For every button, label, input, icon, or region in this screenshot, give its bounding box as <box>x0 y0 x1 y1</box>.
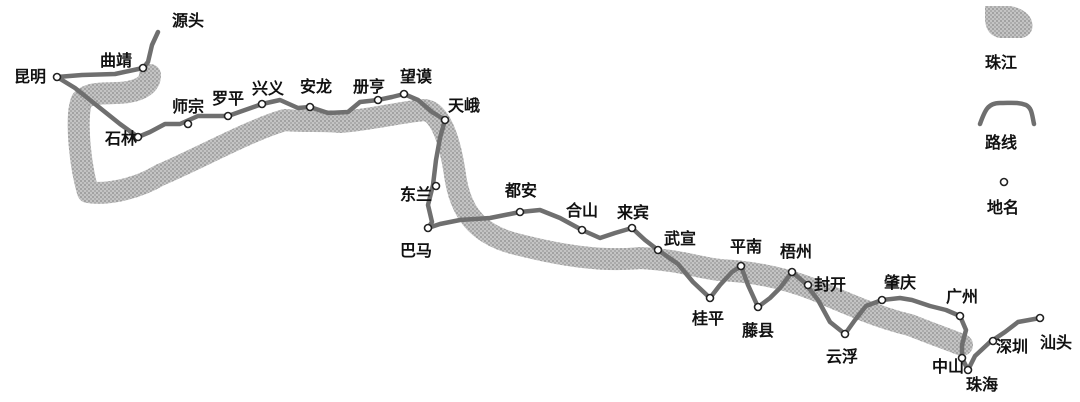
label-guiping: 桂平 <box>691 309 724 328</box>
legend-river-swatch <box>985 6 1033 38</box>
marker-anlong <box>305 102 315 112</box>
marker-shenzhen <box>988 336 998 346</box>
marker-xingyi <box>257 99 267 109</box>
marker-donglan <box>431 181 441 191</box>
marker-duan <box>515 207 525 217</box>
legend: 珠江 路线 地名 <box>977 6 1037 217</box>
marker-shantou <box>1035 313 1045 323</box>
label-zhuhai: 珠海 <box>966 375 998 394</box>
marker-shilin <box>133 132 143 142</box>
place-markers <box>52 63 1045 375</box>
marker-fengkai <box>803 280 813 290</box>
marker-guangzhou <box>955 311 965 321</box>
label-yunfu: 云浮 <box>826 347 858 366</box>
marker-ceheng <box>373 95 383 105</box>
label-luoping: 罗平 <box>212 89 244 108</box>
marker-tiane <box>440 115 450 125</box>
label-qujing: 曲靖 <box>100 51 132 70</box>
legend-place-marker <box>999 177 1009 187</box>
label-wuxuan: 武宣 <box>664 229 696 248</box>
legend-route-label: 路线 <box>985 133 1017 152</box>
marker-wangmo <box>399 89 409 99</box>
label-shilin: 石林 <box>104 129 137 148</box>
label-kunming: 昆明 <box>14 67 46 86</box>
label-ceheng: 册亨 <box>353 77 385 96</box>
marker-zhongshan <box>957 353 967 363</box>
marker-wuxuan <box>653 245 663 255</box>
legend-route-swatch <box>977 100 1037 127</box>
legend-place-label: 地名 <box>987 198 1019 217</box>
marker-zhuhai <box>963 365 973 375</box>
marker-luoping <box>223 111 233 121</box>
label-bama: 巴马 <box>400 241 432 260</box>
label-shenzhen: 深圳 <box>996 337 1028 356</box>
label-shizong: 师宗 <box>172 97 204 116</box>
marker-pingnan <box>736 261 746 271</box>
marker-yunfu <box>840 329 850 339</box>
label-wuzhou: 梧州 <box>780 242 812 261</box>
legend-river-label: 珠江 <box>985 53 1017 72</box>
label-xingyi: 兴义 <box>252 79 284 98</box>
label-shantou: 汕头 <box>1040 333 1072 352</box>
place-labels: 源头 曲靖 昆明 石林 师宗 罗平 兴义 安龙 册亨 望谟 天峨 东兰 巴马 都… <box>14 11 1072 394</box>
marker-bama <box>423 223 433 233</box>
label-heshan: 合山 <box>566 201 598 220</box>
label-tiane: 天峨 <box>448 96 480 115</box>
label-zhaoqing: 肇庆 <box>883 273 916 292</box>
label-pingnan: 平南 <box>730 237 762 256</box>
label-donglan: 东兰 <box>400 185 432 204</box>
label-wangmo: 望谟 <box>400 67 433 86</box>
marker-shizong <box>183 119 193 129</box>
label-guangzhou: 广州 <box>946 287 978 306</box>
label-tengxian: 藤县 <box>742 321 774 340</box>
label-laibin: 来宾 <box>616 203 649 222</box>
label-source: 源头 <box>172 11 204 30</box>
label-zhongshan: 中山 <box>932 357 964 376</box>
marker-tengxian <box>753 302 763 312</box>
marker-wuzhou <box>787 267 797 277</box>
marker-kunming <box>52 72 62 82</box>
marker-guiping <box>705 293 715 303</box>
marker-laibin <box>627 223 637 233</box>
label-duan: 都安 <box>504 181 537 200</box>
marker-qujing <box>138 63 148 73</box>
label-anlong: 安龙 <box>300 77 332 96</box>
label-fengkai: 封开 <box>814 275 846 294</box>
marker-heshan <box>577 225 587 235</box>
marker-zhaoqing <box>877 295 887 305</box>
